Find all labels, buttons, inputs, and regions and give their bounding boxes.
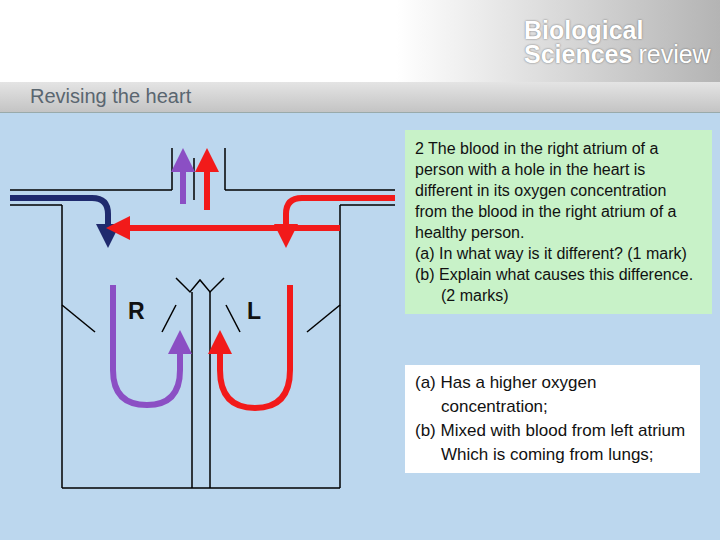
question-text: (b) Explain what causes this difference.… — [415, 264, 702, 306]
answer-box: (a) Has a higher oxygen concentration;(b… — [405, 365, 700, 473]
answer-text: (b) Mixed with blood from left atrium Wh… — [415, 419, 690, 467]
question-text: (a) In what way is it different? (1 mark… — [415, 243, 702, 264]
question-box: 2 The blood in the right atrium of a per… — [405, 130, 712, 314]
slide-title: Revising the heart — [30, 85, 191, 108]
answer-text: (a) Has a higher oxygen concentration; — [415, 371, 690, 419]
chamber-label: R — [128, 300, 145, 323]
chamber-label: L — [247, 300, 261, 323]
question-text: 2 The blood in the right atrium of a per… — [415, 138, 702, 243]
logo-word: Biological — [524, 18, 643, 43]
logo-word: Sciences — [524, 42, 632, 67]
logo-word: review — [638, 42, 710, 67]
